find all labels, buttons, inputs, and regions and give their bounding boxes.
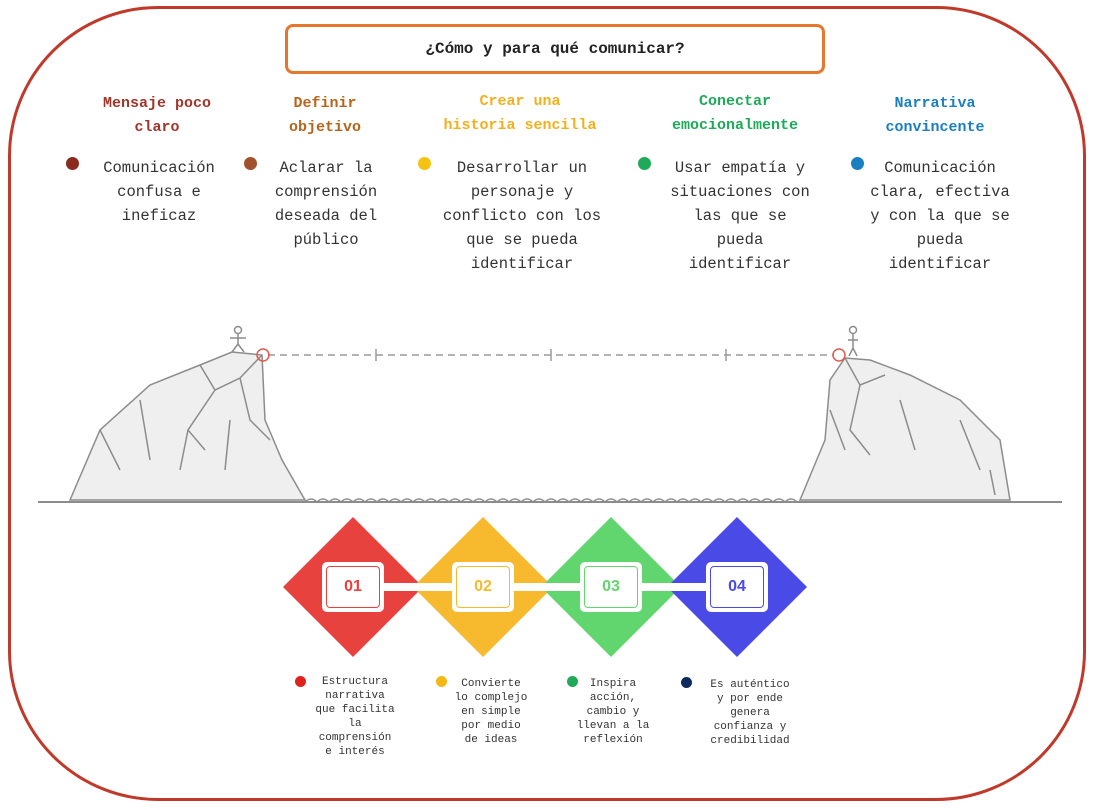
step-number: 03 [602, 578, 620, 595]
connector-bar [380, 583, 456, 591]
heading-line: Mensaje poco [102, 95, 212, 112]
heading-line: claro [134, 119, 180, 136]
text-line: Aclarar la [279, 159, 373, 177]
text-line: las que se [693, 207, 787, 225]
note-line: llevan a la [576, 720, 650, 732]
step-number: 01 [344, 578, 362, 595]
text-line: conflicto con los [442, 207, 602, 225]
note-line: Convierte [461, 678, 521, 690]
text-line: y con la que se [870, 207, 1010, 225]
note-dot [681, 677, 692, 688]
heading-line: Narrativa [894, 95, 976, 112]
step-note-1: Estructura narrativa que facilita la com… [300, 675, 410, 759]
text-line: ineficaz [121, 207, 197, 225]
connector-bar [510, 583, 586, 591]
person-icon [230, 325, 246, 353]
note-line: lo complejo [454, 692, 528, 704]
heading-line: emocionalmente [671, 117, 799, 134]
note-line: cambio y [586, 706, 640, 718]
note-dot [295, 676, 306, 687]
step-note-3: Inspira acción, cambio y llevan a la ref… [558, 677, 668, 747]
text-line: Desarrollar un [456, 159, 588, 177]
bullet-dot [66, 157, 79, 170]
step-badge-1: 01 [322, 562, 384, 612]
bullet-dot [851, 157, 864, 170]
note-line: de ideas [464, 734, 518, 746]
heading-line: Crear una [479, 93, 561, 110]
column-heading-3: Crear una historia sencilla [420, 90, 620, 138]
text-line: pueda [716, 231, 764, 249]
note-dot [567, 676, 578, 687]
heading-line: convincente [885, 119, 985, 136]
column-heading-5: Narrativa convincente [850, 92, 1020, 140]
right-cliff [798, 357, 1011, 501]
column-heading-2: Definir objetivo [240, 92, 410, 140]
note-line: confianza y [713, 721, 787, 733]
note-line: la [348, 718, 362, 730]
note-line: Inspira [589, 678, 637, 690]
border-frame [8, 6, 1086, 801]
note-line: Estructura [321, 676, 388, 688]
bullet-dot [638, 157, 651, 170]
text-line: confusa e [117, 183, 201, 201]
note-line: Es auténtico [710, 679, 790, 691]
step-badge-3: 03 [580, 562, 642, 612]
left-cliff [68, 351, 307, 501]
text-line: pueda [916, 231, 964, 249]
heading-line: Conectar [698, 93, 771, 110]
person-icon [848, 325, 858, 357]
text-line: identificar [470, 255, 574, 273]
note-line: acción, [589, 692, 637, 704]
page-title: ¿Cómo y para qué comunicar? [285, 24, 825, 74]
text-line: comprensión [274, 183, 378, 201]
step-number: 02 [474, 578, 492, 595]
water-waves [304, 498, 798, 504]
text-line: clara, efectiva [870, 183, 1010, 201]
anchor-point [256, 348, 270, 362]
note-line: narrativa [325, 690, 385, 702]
heading-line: historia sencilla [443, 117, 597, 134]
heading-line: Definir [293, 95, 357, 112]
note-line: que facilita [315, 704, 395, 716]
text-line: personaje y [470, 183, 574, 201]
note-line: reflexión [583, 734, 643, 746]
column-text-3: Desarrollar un personaje y conflicto con… [422, 156, 622, 276]
text-line: Comunicación [103, 159, 215, 177]
column-text-4: Usar empatía y situaciones con las que s… [650, 156, 830, 276]
bullet-dot [418, 157, 431, 170]
text-line: situaciones con [670, 183, 810, 201]
note-line: genera [730, 707, 770, 719]
text-line: Usar empatía y [674, 159, 806, 177]
note-line: en simple [461, 706, 521, 718]
note-line: comprensión [318, 732, 392, 744]
column-text-1: Comunicación confusa e ineficaz [84, 156, 234, 228]
column-heading-1: Mensaje poco claro [72, 92, 242, 140]
note-dot [436, 676, 447, 687]
text-line: deseada del [274, 207, 378, 225]
text-line: Comunicación [884, 159, 996, 177]
anchor-point [832, 348, 846, 362]
text-line: que se pueda [466, 231, 578, 249]
step-note-4: Es auténtico y por ende genera confianza… [690, 678, 810, 748]
column-heading-4: Conectar emocionalmente [640, 90, 830, 138]
text-line: identificar [888, 255, 992, 273]
heading-line: objetivo [288, 119, 361, 136]
column-text-5: Comunicación clara, efectiva y con la qu… [850, 156, 1030, 276]
step-number: 04 [728, 578, 746, 595]
note-line: credibilidad [710, 735, 790, 747]
text-line: identificar [688, 255, 792, 273]
step-note-2: Convierte lo complejo en simple por medi… [436, 677, 546, 747]
step-badge-2: 02 [452, 562, 514, 612]
column-text-2: Aclarar la comprensión deseada del públi… [256, 156, 396, 252]
connector-bar [636, 583, 712, 591]
note-line: y por ende [716, 693, 783, 705]
text-line: público [293, 231, 359, 249]
bullet-dot [244, 157, 257, 170]
note-line: e interés [325, 746, 385, 758]
note-line: por medio [461, 720, 521, 732]
step-badge-4: 04 [706, 562, 768, 612]
